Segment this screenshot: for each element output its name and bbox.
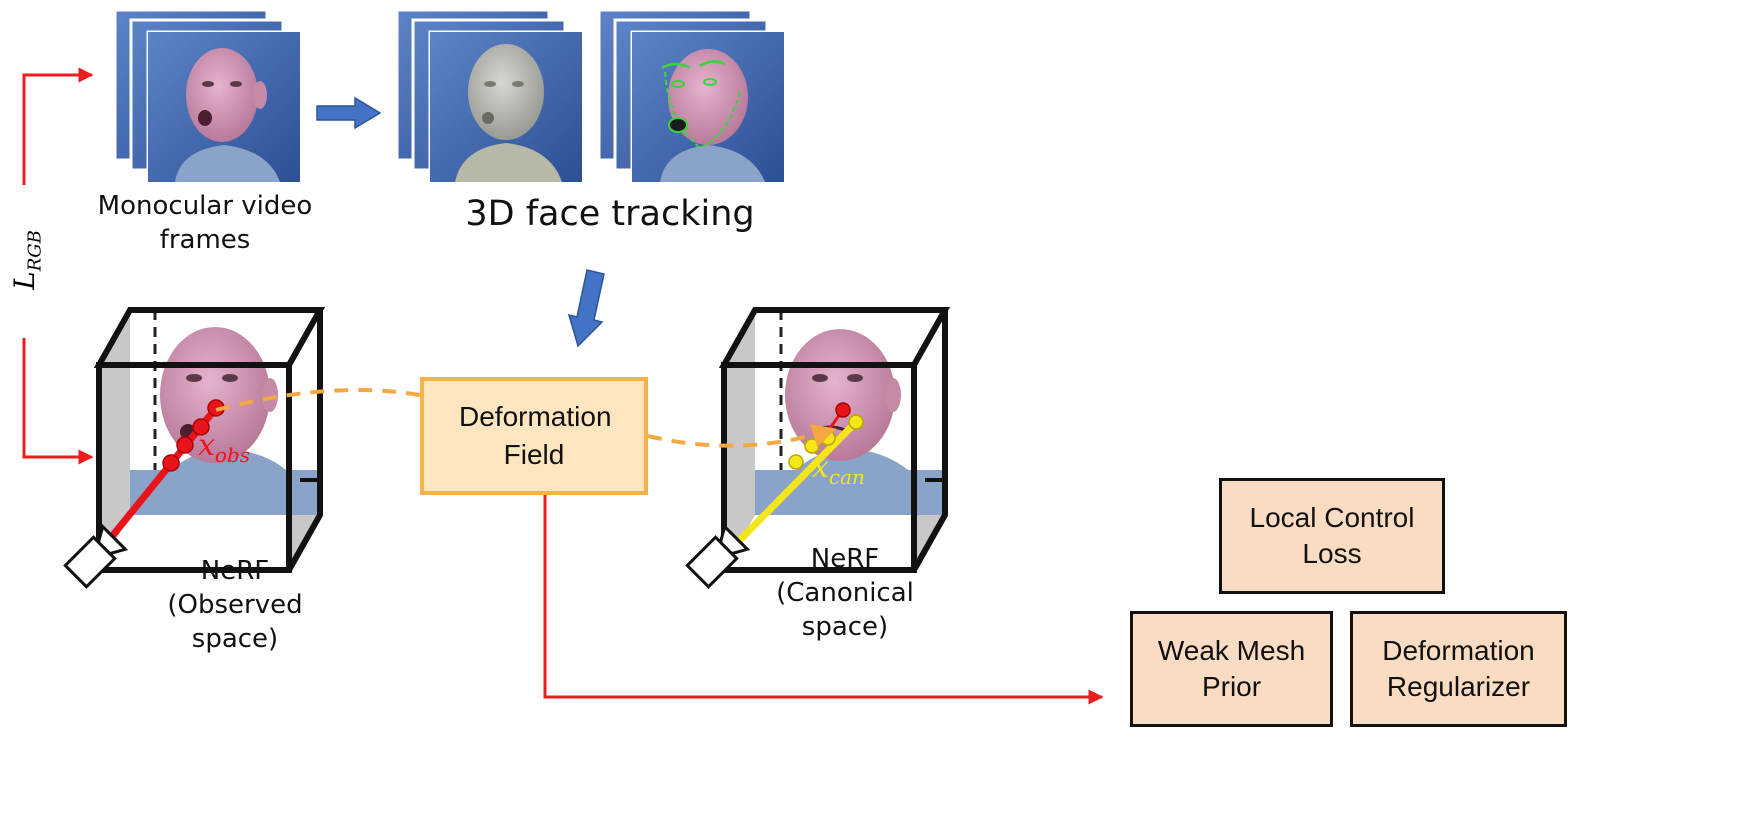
down-arrow [567,269,605,348]
video-frames-stack [113,8,302,184]
deformation-regularizer-box: Deformation Regularizer [1350,611,1567,727]
x-obs-subscript: obs [214,443,251,467]
x-can-label: xcan [812,450,865,489]
deformation-regularizer-label: Deformation Regularizer [1382,634,1535,702]
tracking-caption: 3D face tracking [465,194,755,234]
mesh-frames-stack [395,8,584,184]
landmark-face-image [632,32,784,182]
deformation-field-label: Deformation Field [459,401,612,470]
mesh-face-image [430,32,582,182]
local-control-loss-label: Local Control Loss [1249,501,1415,569]
tracking-arrow [316,96,382,130]
observed-to-deformation-dashed [215,388,421,412]
loss-rgb-label: LRGB [8,230,46,290]
canonical-camera-icon [685,523,751,589]
local-control-loss-box: Local Control Loss [1219,478,1445,594]
nerf-canonical-cube [718,307,951,573]
weak-mesh-prior-label: Weak Mesh Prior [1157,634,1306,702]
monocular-caption: Monocular video frames [97,191,313,255]
landmark-frames-stack [597,8,786,184]
nerf-observed-cube [93,307,326,573]
x-obs-label: xobs [198,428,251,467]
face-image [148,32,300,182]
loss-rgb-subscript: RGB [24,230,46,272]
deformation-field-box: Deformation Field [420,377,648,495]
deformation-to-loss-arrow [543,495,1104,705]
weak-mesh-prior-box: Weak Mesh Prior [1130,611,1333,727]
nerf-canonical-caption: NeRF (Canonical space) [776,544,914,642]
nerf-observed-caption: NeRF (Observed space) [167,556,303,654]
loss-feedback-arrow [22,67,94,465]
x-can-subscript: can [828,465,865,489]
observed-ray [102,399,225,548]
observed-camera-icon [63,523,129,589]
